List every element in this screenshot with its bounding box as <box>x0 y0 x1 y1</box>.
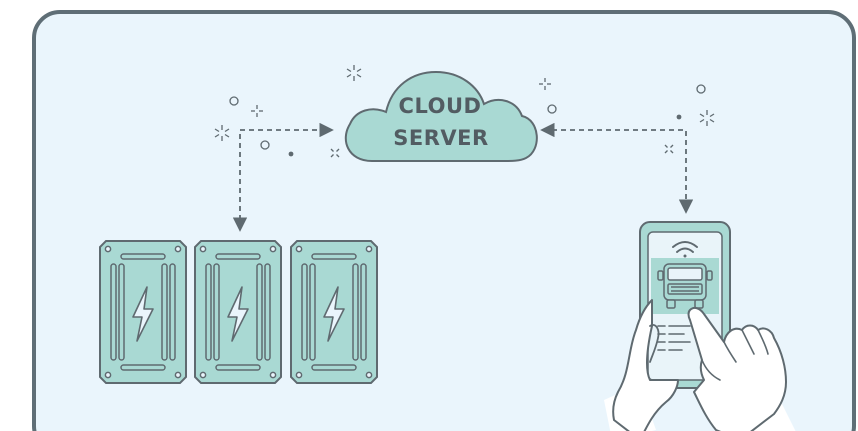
connector-cloud-to-batteries <box>232 122 334 232</box>
sparkle-icon <box>229 96 239 106</box>
lightning-icon <box>132 286 154 342</box>
battery-pack-icon <box>194 240 282 384</box>
connector-cloud-to-phone <box>540 122 694 214</box>
connectors <box>232 122 694 232</box>
sparkle-icon <box>346 65 362 81</box>
cloud-label-line2: SERVER <box>393 126 488 150</box>
hand-finger-lines <box>701 329 769 381</box>
hand-icon <box>687 306 787 431</box>
cloud-server: CLOUD SERVER <box>344 70 538 162</box>
sparkle-icon <box>251 105 263 117</box>
sparkle-icon <box>547 104 557 114</box>
sparkle-icon <box>539 78 551 90</box>
truck-icon <box>657 263 713 309</box>
sparkle-icon <box>288 151 294 157</box>
sparkle-icon <box>696 84 706 94</box>
phone-with-hands <box>604 221 800 431</box>
lightning-icon <box>227 286 249 342</box>
battery-pack-icon <box>290 240 378 384</box>
sparkle-icon <box>664 144 674 154</box>
battery-packs <box>99 240 378 384</box>
cloud-icon <box>344 70 538 162</box>
wifi-icon <box>672 241 698 258</box>
sparkle-icon <box>676 114 682 120</box>
sparkles <box>214 65 715 158</box>
sparkle-icon <box>214 125 230 141</box>
sparkle-icon <box>260 140 270 150</box>
hand-thumb <box>649 324 660 363</box>
cloud-label-line1: CLOUD <box>399 94 482 118</box>
sparkle-icon <box>699 110 715 126</box>
battery-pack-icon <box>99 240 187 384</box>
sparkle-icon <box>330 148 340 158</box>
hand-icon <box>612 299 679 431</box>
lightning-icon <box>323 286 345 342</box>
